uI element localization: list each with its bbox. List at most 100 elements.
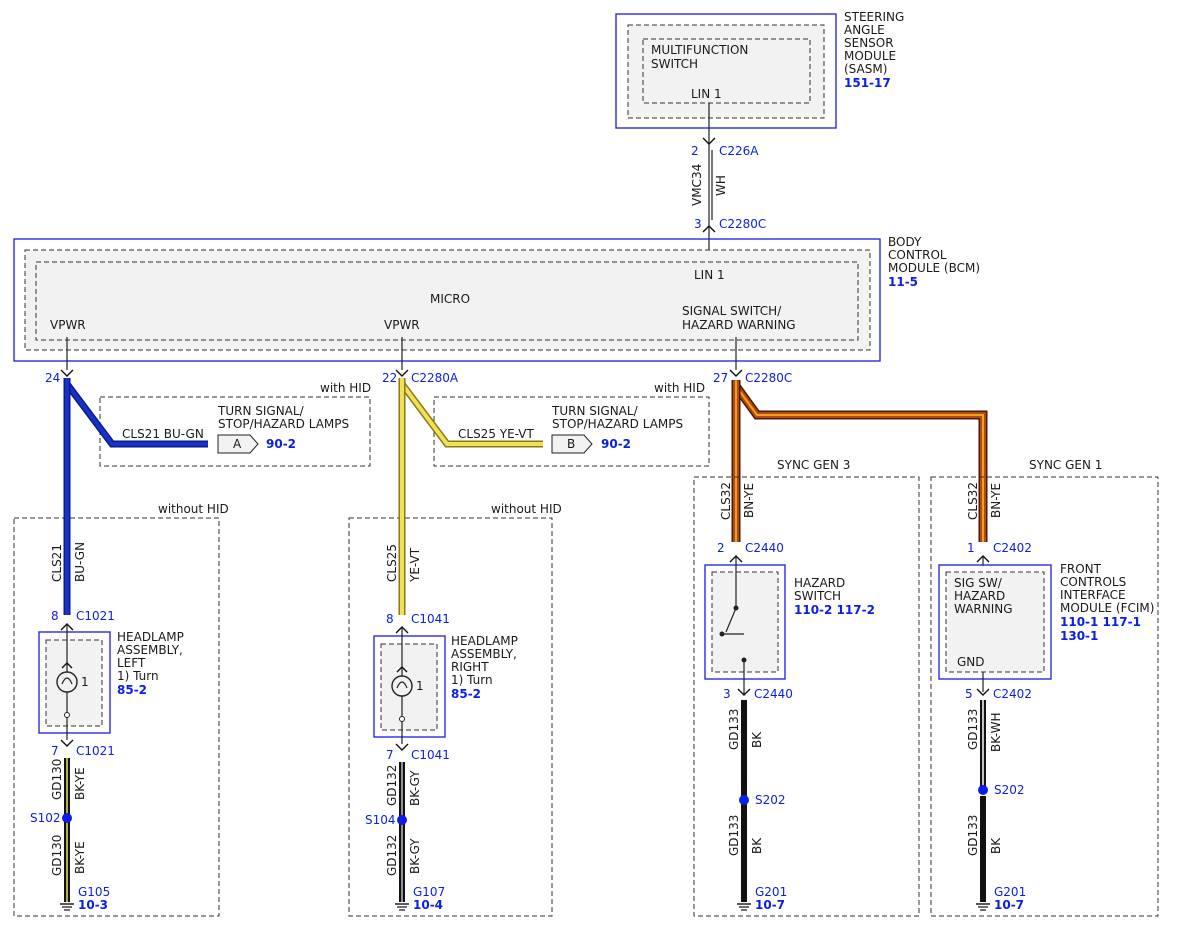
mid-without-hid-label: without HID xyxy=(491,502,562,516)
left-gd-circuit: GD130 xyxy=(50,759,64,800)
s1-splice-label: S202 xyxy=(994,783,1025,797)
s3-splice-s202 xyxy=(739,795,749,805)
s3-circuit: CLS32 xyxy=(719,482,733,520)
left-headlamp-outline xyxy=(38,631,111,734)
bcm-signal-label-1: SIGNAL SWITCH/ xyxy=(682,304,782,318)
offpage-b-letter: B xyxy=(567,437,575,451)
fcim-title-1: FRONT xyxy=(1060,562,1102,576)
mid-lamps-2: STOP/HAZARD LAMPS xyxy=(552,417,683,431)
mid-gd-circuit-2: GD132 xyxy=(385,835,399,876)
left-branch-wire xyxy=(65,378,208,446)
mid-circuit: CLS25 xyxy=(385,544,399,582)
s1-c2402-bottom: C2402 xyxy=(993,687,1032,701)
mid-headlamp-outline xyxy=(373,635,446,738)
sasm-ref-link[interactable]: 151-17 xyxy=(844,76,891,90)
left-gd-circuit-2: GD130 xyxy=(50,835,64,876)
bcm-vpwr-mid: VPWR xyxy=(384,318,420,332)
right-branch-wire-stripe xyxy=(735,380,984,542)
mid-gd-color: BK-GY xyxy=(408,770,422,806)
mid-lamps-1: TURN SIGNAL/ xyxy=(551,404,639,418)
fcim-gnd-label: GND xyxy=(957,655,985,669)
right-pin27: 27 xyxy=(713,371,728,385)
left-headlamp-ref-link[interactable]: 85-2 xyxy=(117,683,147,697)
mid-c1041-top: C1041 xyxy=(411,612,450,626)
fcim-title-4: MODULE (FCIM) xyxy=(1060,601,1154,615)
mid-lamp-arrow-top xyxy=(396,666,408,673)
fcim-ref-link-2[interactable]: 130-1 xyxy=(1060,629,1098,643)
left-circuit: CLS21 xyxy=(50,544,64,582)
left-pin8: 8 xyxy=(51,609,59,623)
mid-gd-circuit: GD132 xyxy=(385,765,399,806)
left-ground-ref-link[interactable]: 10-3 xyxy=(78,898,108,912)
offpage-b-connector[interactable] xyxy=(551,434,593,454)
mid-c1041b-arrow xyxy=(395,743,409,751)
fcim-ref-link-1[interactable]: 110-1 117-1 xyxy=(1060,615,1141,629)
sasm-title-1: STEERING xyxy=(844,10,904,24)
left-c1021-top: C1021 xyxy=(76,609,115,623)
c2280c-top-arrow xyxy=(702,225,716,233)
left-c1021b-arrow xyxy=(60,739,74,747)
offpage-b-ref-link[interactable]: 90-2 xyxy=(601,437,631,451)
offpage-a-connector[interactable] xyxy=(217,434,259,454)
c2280c-top-connector: C2280C xyxy=(719,217,766,231)
left-headlamp-4: 1) Turn xyxy=(117,669,159,683)
sasm-title-3: SENSOR xyxy=(844,36,894,50)
mid-headlamp-4: 1) Turn xyxy=(451,673,493,687)
s1-ground-ref-link[interactable]: 10-7 xyxy=(994,898,1024,912)
left-circuit-label: CLS21 BU-GN xyxy=(122,427,204,441)
left-lamp-arrow-top xyxy=(61,662,73,669)
right-c2280c: C2280C xyxy=(745,371,792,385)
mid-with-hid-label: with HID xyxy=(654,381,705,395)
s1-gd-color: BK-WH xyxy=(989,712,1003,752)
mid-splice-s104 xyxy=(397,815,407,825)
s3-ground-ref-link[interactable]: 10-7 xyxy=(755,898,785,912)
left-lamps-2: STOP/HAZARD LAMPS xyxy=(218,417,349,431)
left-lamp-node xyxy=(64,712,70,718)
left-ground-g105: G105 xyxy=(78,885,110,899)
s3-gd-color-2: BK xyxy=(750,837,764,854)
s1-gd-circuit: GD133 xyxy=(966,709,980,750)
multifunction-label-2: SWITCH xyxy=(651,57,698,71)
right-branch-wire xyxy=(733,380,986,542)
left-splice-label: S102 xyxy=(30,811,61,825)
s1-pin5: 5 xyxy=(965,687,973,701)
bcm-lin-label: LIN 1 xyxy=(694,268,725,282)
s3-gd-color: BK xyxy=(750,731,764,748)
s3-color: BN-YE xyxy=(742,483,756,518)
s3-c2440b-arrow xyxy=(737,688,751,696)
sasm-outline xyxy=(615,13,837,129)
bcm-ref-link[interactable]: 11-5 xyxy=(888,275,918,289)
left-pin24: 24 xyxy=(45,371,60,385)
bcm-outline xyxy=(13,238,881,362)
mid-circuit-label: CLS25 YE-VT xyxy=(458,427,535,441)
bcm-title-1: BODY xyxy=(888,235,922,249)
micro-box xyxy=(35,261,859,341)
right-branch-wire-outline xyxy=(731,380,988,542)
mid-headlamp-ref-link[interactable]: 85-2 xyxy=(451,687,481,701)
s3-splice-label: S202 xyxy=(755,793,786,807)
mid-pin22: 22 xyxy=(382,371,397,385)
s3-c2440-top: C2440 xyxy=(745,541,784,555)
fcim-inner-1: SIG SW/ xyxy=(954,576,1003,590)
left-c1021-bottom: C1021 xyxy=(76,744,115,758)
left-without-hid-box xyxy=(13,517,220,917)
hazard-switch-label-2: SWITCH xyxy=(794,589,841,603)
mid-lamp-node xyxy=(399,716,405,722)
s1-gd-color-2: BK xyxy=(989,837,1003,854)
left-gd-color-2: BK-YE xyxy=(73,841,87,874)
sasm-title-4: MODULE xyxy=(844,49,896,63)
mid-ground-ref-link[interactable]: 10-4 xyxy=(413,898,443,912)
offpage-a-letter: A xyxy=(233,437,242,451)
offpage-a-ref-link[interactable]: 90-2 xyxy=(266,437,296,451)
sasm-title-5: (SASM) xyxy=(844,62,887,76)
s3-c2440-bottom: C2440 xyxy=(754,687,793,701)
sync-gen3-label: SYNC GEN 3 xyxy=(777,458,850,472)
mid-bulb xyxy=(391,675,413,697)
mid-c1041-bottom: C1041 xyxy=(411,748,450,762)
hazard-switch-label-1: HAZARD xyxy=(794,576,845,590)
mid-bulb-filament xyxy=(396,681,408,689)
left-splice-s102 xyxy=(62,813,72,823)
hazard-switch-ref-link[interactable]: 110-2 117-2 xyxy=(794,603,875,617)
mid-gd-color-2: BK-GY xyxy=(408,838,422,874)
